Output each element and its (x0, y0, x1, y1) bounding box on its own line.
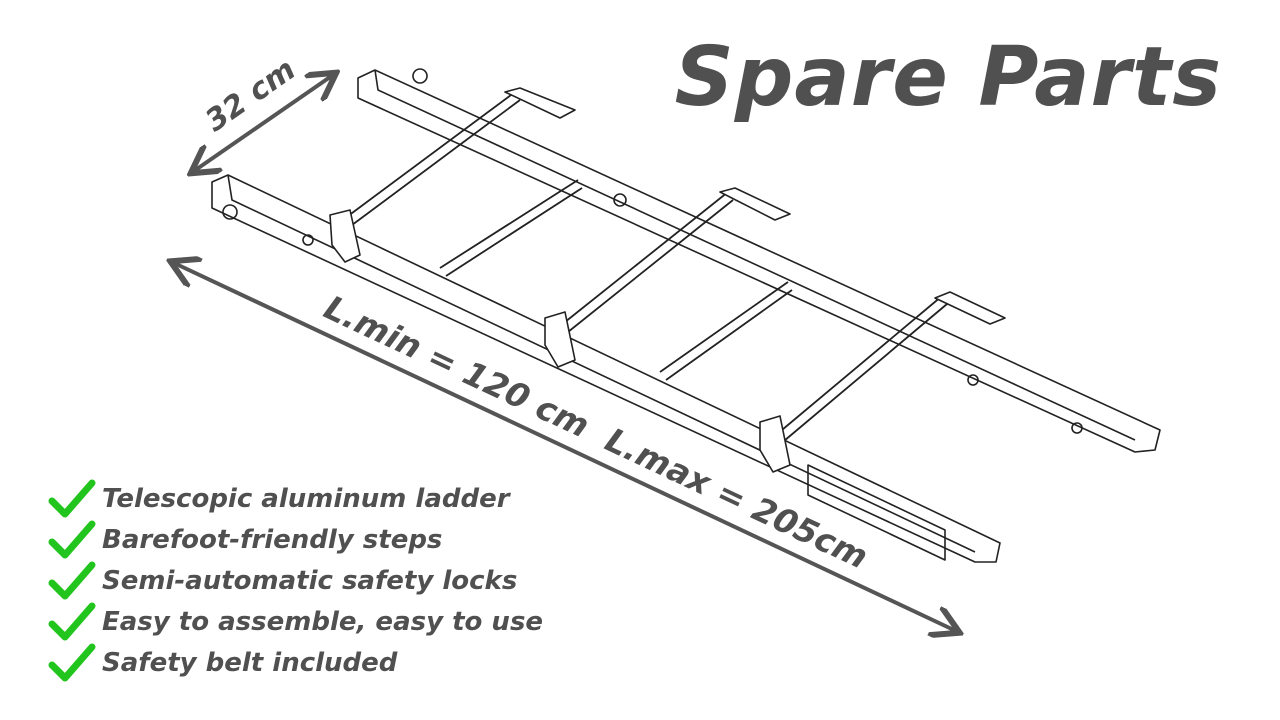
feature-item: Semi-automatic safety locks (48, 560, 543, 601)
check-icon (48, 561, 96, 599)
check-icon (48, 479, 96, 517)
page-title: Spare Parts (674, 30, 1222, 125)
length-arrow (174, 263, 956, 631)
feature-item: Barefoot-friendly steps (48, 519, 543, 560)
check-icon (48, 643, 96, 681)
feature-label: Semi-automatic safety locks (102, 565, 518, 596)
feature-list: Telescopic aluminum ladder Barefoot-frie… (48, 478, 543, 683)
width-arrow (194, 75, 333, 171)
feature-label: Safety belt included (102, 647, 398, 678)
feature-item: Telescopic aluminum ladder (48, 478, 543, 519)
feature-label: Barefoot-friendly steps (102, 524, 443, 555)
feature-label: Easy to assemble, easy to use (102, 606, 544, 637)
check-icon (48, 520, 96, 558)
feature-item: Easy to assemble, easy to use (48, 601, 543, 642)
feature-label: Telescopic aluminum ladder (102, 483, 510, 514)
check-icon (48, 602, 96, 640)
feature-item: Safety belt included (48, 642, 543, 683)
